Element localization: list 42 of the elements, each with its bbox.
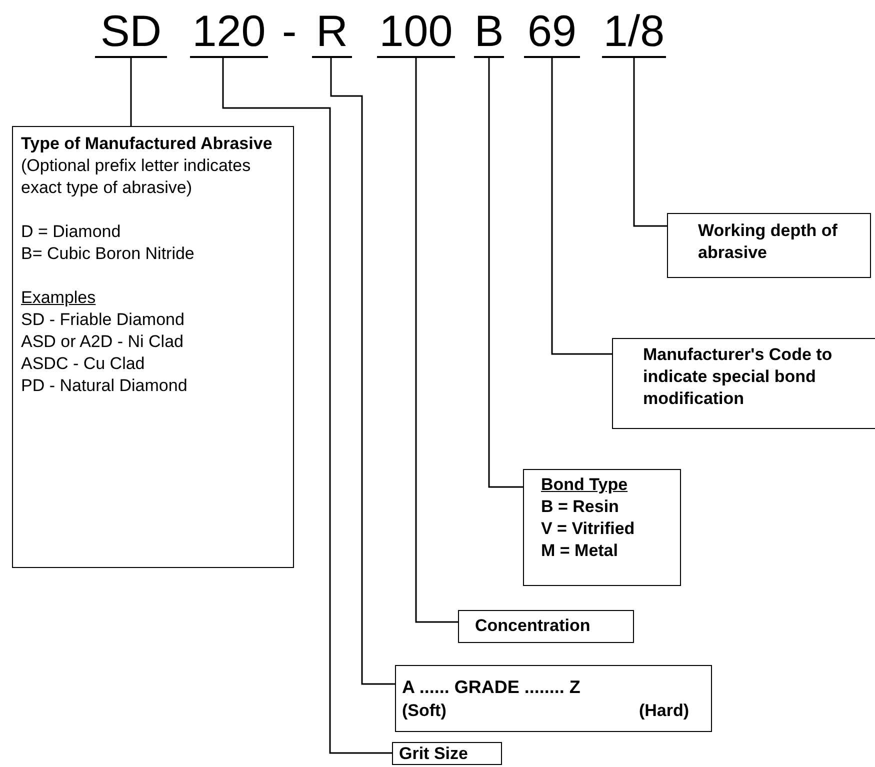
callout-box xyxy=(392,742,502,765)
box-text: Manufacturer's Code to indicate special bond modification xyxy=(643,345,832,408)
description-text: (Optional prefix letter indicates exact type of abrasive) xyxy=(21,156,251,197)
examples-heading: Examples xyxy=(21,288,96,307)
code-segment: 100 xyxy=(377,8,455,58)
box-text: Grit Size xyxy=(399,744,468,763)
callout-box xyxy=(458,610,634,643)
box-heading: Bond Type xyxy=(541,475,628,494)
leader-line xyxy=(633,58,667,227)
code-definition: B = Resin xyxy=(541,497,619,516)
code-segment: 120 xyxy=(190,8,268,58)
scale-end-label: (Hard) xyxy=(638,700,689,722)
leader-line xyxy=(222,58,392,754)
example-text: ASDC - Cu Clad xyxy=(21,354,145,373)
leader-line xyxy=(415,58,458,623)
code-segment: R xyxy=(312,8,352,58)
code-segment: 1/8 xyxy=(602,8,666,58)
box-text: Working depth of abrasive xyxy=(698,221,838,262)
callout-box xyxy=(395,665,712,732)
scale-end-label: (Soft) xyxy=(402,700,446,722)
code-segment: 69 xyxy=(524,8,580,58)
box-heading: Type of Manufactured Abrasive xyxy=(21,134,272,153)
separator-text: - xyxy=(282,8,297,56)
leader-line xyxy=(330,58,395,685)
example-text: SD - Friable Diamond xyxy=(21,310,184,329)
code-definition: B= Cubic Boron Nitride xyxy=(21,244,194,263)
code-segment: B xyxy=(474,8,504,58)
example-text: PD - Natural Diamond xyxy=(21,376,188,395)
callout-box xyxy=(667,213,871,278)
leader-line xyxy=(488,58,523,488)
callout-box xyxy=(612,338,875,429)
code-segment: SD xyxy=(95,8,167,58)
code-definition: D = Diamond xyxy=(21,222,121,241)
callout-box xyxy=(12,126,294,568)
leader-line xyxy=(130,58,132,126)
box-text: Concentration xyxy=(475,616,590,635)
callout-box xyxy=(523,469,681,586)
code-definition: V = Vitrified xyxy=(541,519,635,538)
example-text: ASD or A2D - Ni Clad xyxy=(21,332,184,351)
grade-scale-text: A ...... GRADE ........ Z xyxy=(402,676,580,699)
leader-line xyxy=(551,58,612,355)
code-definition: M = Metal xyxy=(541,541,618,560)
